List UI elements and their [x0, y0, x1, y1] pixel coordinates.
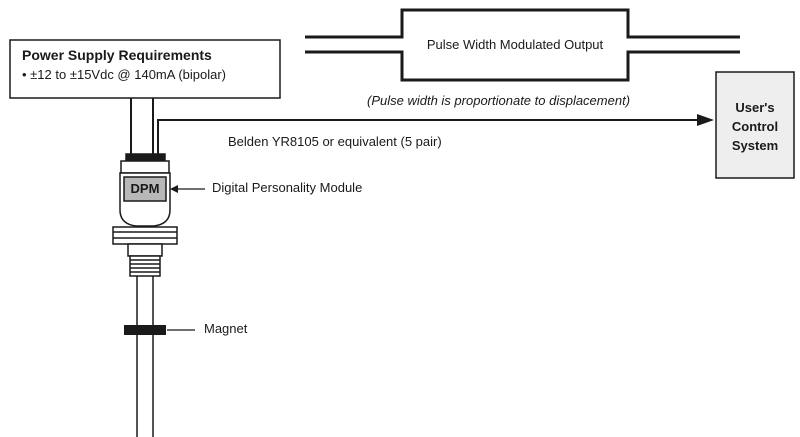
power-supply-box: [9, 39, 281, 99]
dpm-module: [123, 176, 167, 202]
sensor-head: [112, 153, 178, 277]
control-system-line2: Control: [731, 119, 779, 134]
cable-label: Belden YR8105 or equivalent (5 pair): [228, 134, 442, 149]
probe-rod: [136, 276, 154, 437]
power-supply-detail: • ±12 to ±15Vdc @ 140mA (bipolar): [22, 67, 227, 82]
pwm-label: Pulse Width Modulated Output: [426, 37, 604, 52]
power-supply-title: Power Supply Requirements: [22, 47, 212, 63]
control-system-box: [715, 71, 795, 179]
cable: [130, 98, 700, 155]
control-system-line1: User's: [735, 100, 775, 115]
pulse-waveform: [305, 8, 740, 82]
control-system-label: User's Control System: [716, 98, 794, 155]
magnet-label: Magnet: [204, 321, 248, 336]
magnet: [124, 325, 166, 335]
pwm-note: (Pulse width is proportionate to displac…: [367, 93, 631, 108]
dpm-pointer-arrowhead: [170, 185, 178, 193]
cable-arrowhead: [697, 114, 714, 126]
control-system-line3: System: [731, 138, 779, 153]
dpm-label: Digital Personality Module: [212, 180, 363, 195]
dpm-badge: DPM: [130, 181, 160, 196]
